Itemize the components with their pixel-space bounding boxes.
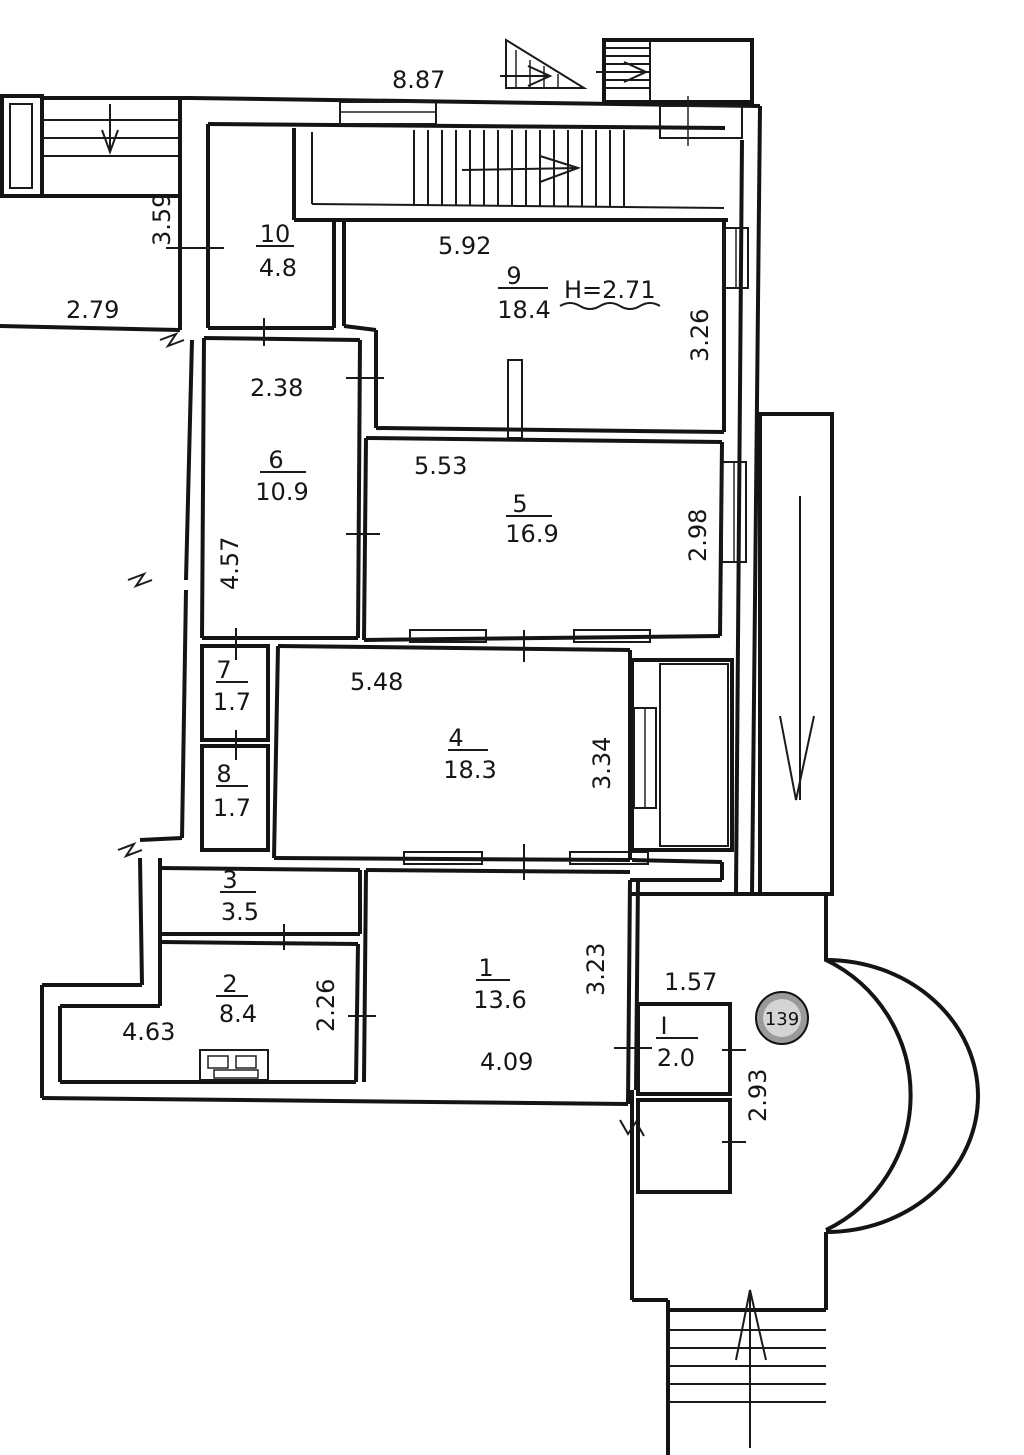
stamp-number: 139 <box>765 1009 799 1030</box>
dim-8-87: 8.87 <box>392 66 445 94</box>
left-entrance-frame <box>0 94 44 198</box>
dim-5-92: 5.92 <box>438 232 491 260</box>
room-9-number: 9 <box>506 262 521 290</box>
room-labels: 10 4.8 9 18.4 6 10.9 5 16.9 7 1.7 8 1.7 … <box>213 220 695 1072</box>
dim-2-98: 2.98 <box>684 509 712 562</box>
room-4-area: 18.3 <box>443 756 496 784</box>
room-2-number: 2 <box>222 970 237 998</box>
ramp <box>758 412 834 896</box>
room-5-number: 5 <box>512 490 527 518</box>
dim-4-57: 4.57 <box>216 537 244 590</box>
dimension-labels: 8.87 3.59 2.79 5.92 H=2.71 3.26 2.38 5.5… <box>66 66 772 1122</box>
dim-3-59: 3.59 <box>148 193 176 246</box>
interior-walls <box>159 124 749 1105</box>
room-10-area: 4.8 <box>259 254 297 282</box>
dim-2-38: 2.38 <box>250 374 303 402</box>
dim-5-53: 5.53 <box>414 452 467 480</box>
dim-2-26: 2.26 <box>312 979 340 1032</box>
room-8-area: 1.7 <box>213 794 251 822</box>
room-1-area: 13.6 <box>473 986 526 1014</box>
break-symbols <box>117 331 645 1137</box>
room-3-area: 3.5 <box>221 898 259 926</box>
room-9-area: 18.4 <box>497 296 550 324</box>
dim-3-26: 3.26 <box>686 309 714 362</box>
dim-4-63: 4.63 <box>122 1018 175 1046</box>
room-I-number: I <box>660 1012 667 1040</box>
room-5-area: 16.9 <box>505 520 558 548</box>
room-10-number: 10 <box>260 220 291 248</box>
room-4-number: 4 <box>448 724 463 752</box>
room-I-area: 2.0 <box>657 1044 695 1072</box>
ceiling-height: H=2.71 <box>564 276 656 304</box>
ceiling-height-underline <box>559 302 661 310</box>
room-7-number: 7 <box>216 656 231 684</box>
dim-4-09: 4.09 <box>480 1048 533 1076</box>
dim-1-57: 1.57 <box>664 968 717 996</box>
room-6-number: 6 <box>268 446 283 474</box>
room-3-number: 3 <box>222 866 237 894</box>
exterior-walls <box>0 94 762 1106</box>
dim-5-48: 5.48 <box>350 668 403 696</box>
dim-3-34: 3.34 <box>588 737 616 790</box>
room-7-area: 1.7 <box>213 688 251 716</box>
right-annex: 139 <box>630 412 980 1455</box>
room-2-area: 8.4 <box>219 1000 257 1028</box>
room-6-area: 10.9 <box>255 478 308 506</box>
dim-2-79: 2.79 <box>66 296 119 324</box>
room-1-number: 1 <box>478 954 493 982</box>
door-marks <box>166 247 746 1143</box>
stair-triangle <box>505 38 588 89</box>
dim-2-93: 2.93 <box>744 1069 772 1122</box>
room-8-number: 8 <box>216 760 231 788</box>
dim-3-23: 3.23 <box>582 943 610 996</box>
top-staircase <box>101 38 754 222</box>
